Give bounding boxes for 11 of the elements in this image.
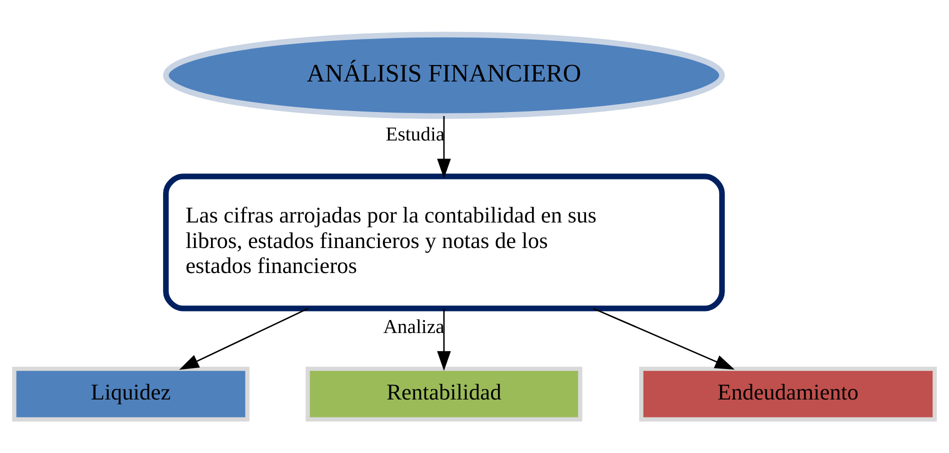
node-ellipse: ANÁLISIS FINANCIERO <box>163 31 725 118</box>
arrow <box>437 116 451 178</box>
node-box: Endeudamiento <box>639 366 937 421</box>
arrow <box>593 307 735 370</box>
node-box: Rentabilidad <box>306 366 582 421</box>
arrow <box>179 307 308 370</box>
edge-label: Analiza <box>383 316 444 338</box>
node-box: Liquidez <box>12 366 250 421</box>
node-box: Las cifras arrojadas por la contabilidad en sus libros, estados financieros y notas de los estados financieros <box>163 173 725 311</box>
arrow <box>437 308 451 370</box>
edge-label: Estudia <box>386 123 445 146</box>
